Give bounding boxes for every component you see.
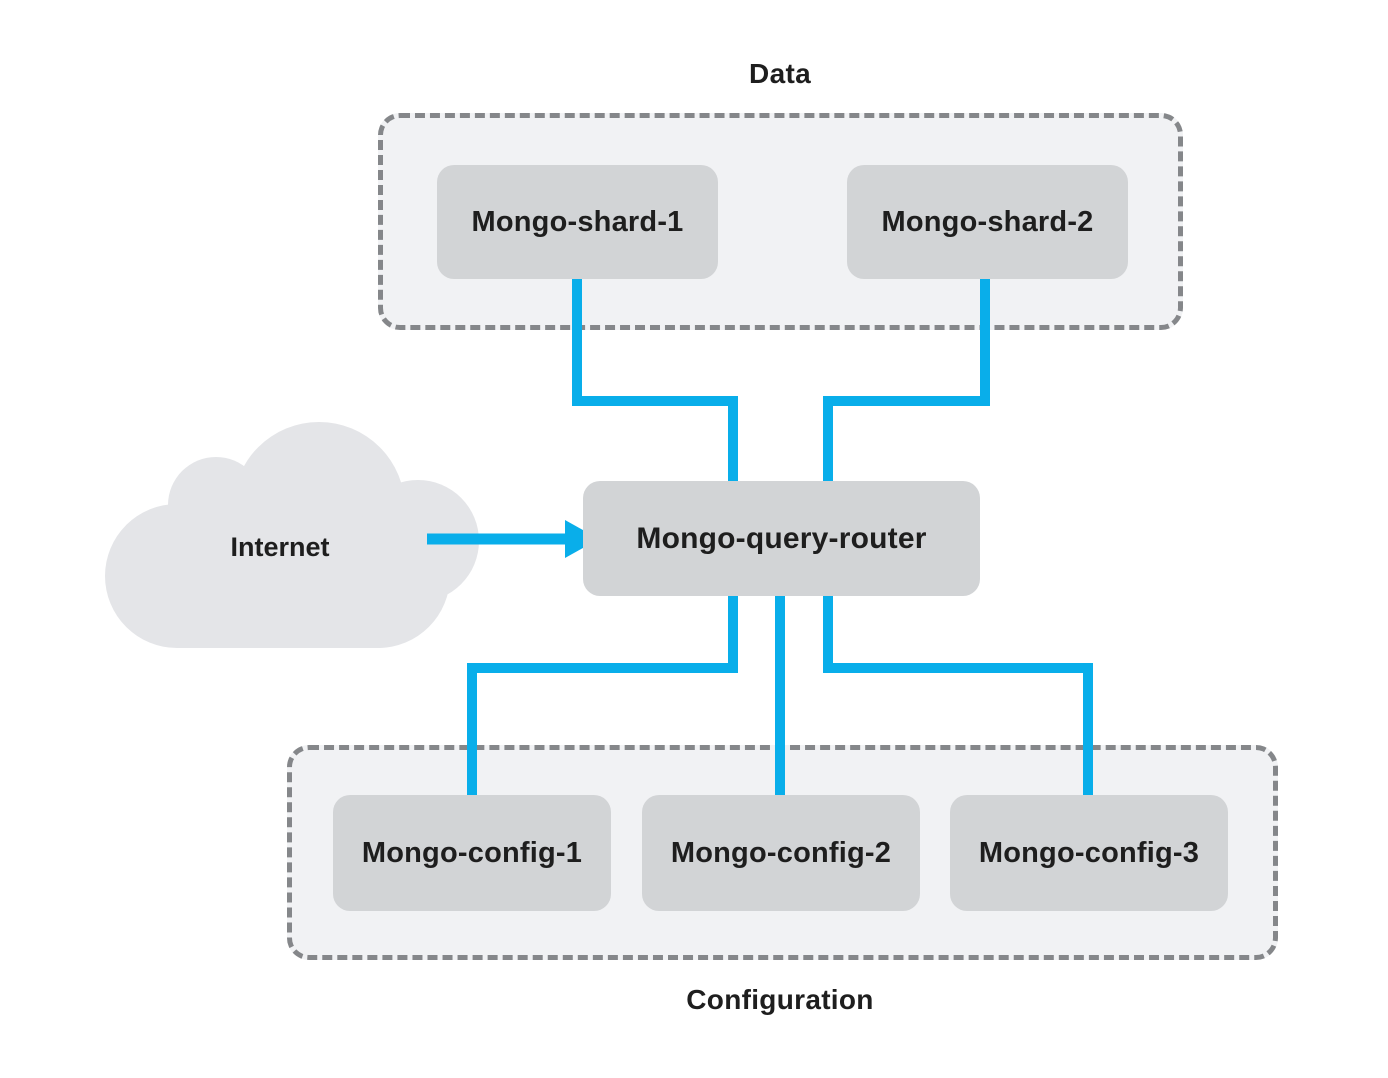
- node-mongo-config-2: Mongo-config-2: [642, 795, 920, 911]
- node-mongo-config-1: Mongo-config-1: [333, 795, 611, 911]
- node-mongo-query-router: Mongo-query-router: [583, 481, 980, 596]
- configuration-group-label: Configuration: [686, 984, 874, 1015]
- node-mongo-shard-2: Mongo-shard-2: [847, 165, 1128, 279]
- node-mongo-shard-1: Mongo-shard-1: [437, 165, 718, 279]
- internet-cloud-icon: Internet: [105, 420, 479, 650]
- data-group-label: Data: [749, 58, 811, 89]
- node-mongo-config-3: Mongo-config-3: [950, 795, 1228, 911]
- internet-node-label: Internet: [230, 532, 330, 562]
